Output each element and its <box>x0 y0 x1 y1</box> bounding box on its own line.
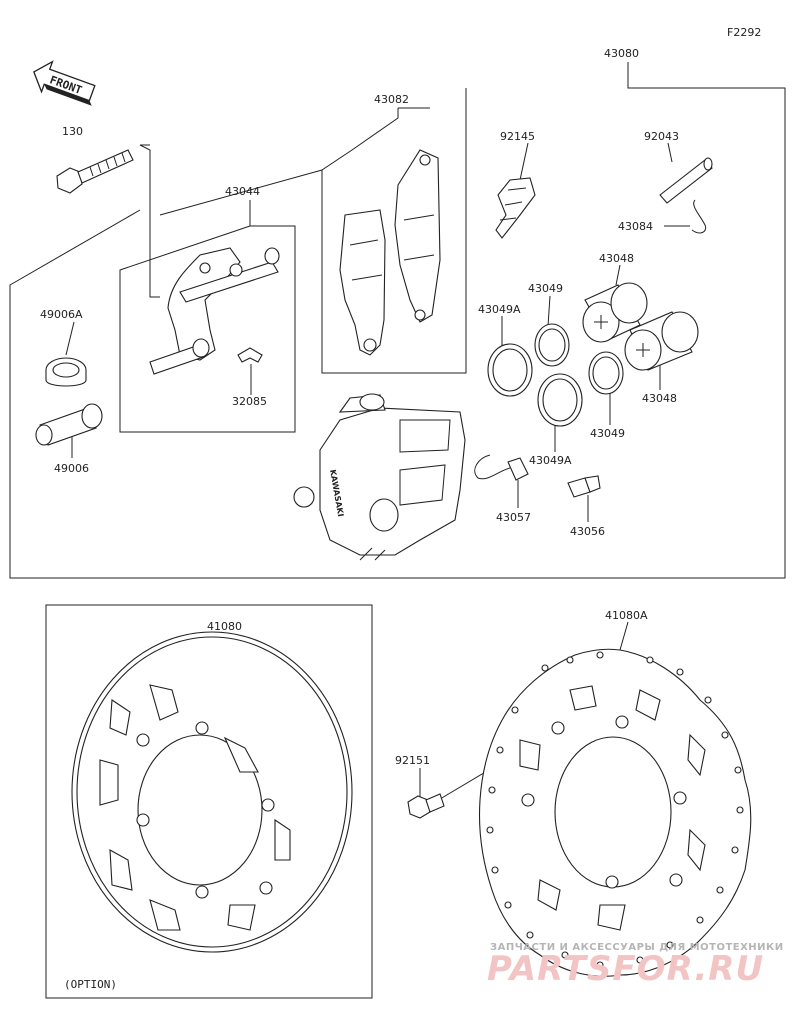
bracket-box-43044 <box>119 200 296 433</box>
pin-clip-43084 <box>691 199 707 234</box>
label-43048-top: 43048 <box>599 252 634 265</box>
caliper-body: KAWASAKI <box>293 393 466 561</box>
label-49006: 49006 <box>54 462 89 475</box>
dust-seal-43049-a <box>534 323 570 367</box>
dust-seal-43049-b <box>588 351 624 395</box>
label-43049-top: 43049 <box>528 282 563 295</box>
label-43044: 43044 <box>225 185 260 198</box>
label-49006A: 49006A <box>40 308 83 321</box>
bleeder-cap-43057 <box>474 454 529 481</box>
option-frame <box>45 604 373 999</box>
caliper-bracket-43044 <box>149 247 280 375</box>
pad-pin-92043 <box>659 157 713 204</box>
watermark-subtitle: ЗАПЧАСТИ И АКСЕССУАРЫ ДЛЯ МОТОТЕХНИКИ <box>490 942 784 953</box>
label-32085: 32085 <box>232 395 267 408</box>
piston-43048-b <box>624 311 699 371</box>
disc-bolt-92151 <box>407 793 445 819</box>
collar-49006 <box>35 403 103 446</box>
label-41080A: 41080A <box>605 609 648 622</box>
label-43049-bottom: 43049 <box>590 427 625 440</box>
label-43084: 43084 <box>618 220 653 233</box>
piston-43048-a <box>582 282 648 343</box>
brake-disc-41080A <box>478 648 752 977</box>
diagram-code: F2292 <box>727 26 761 39</box>
brake-pads-43082 <box>339 149 441 356</box>
bleeder-screw-43056 <box>567 475 601 498</box>
piston-seal-43049A-a <box>487 343 533 397</box>
label-43057: 43057 <box>496 511 531 524</box>
brake-disc-41080 <box>71 631 353 953</box>
label-92151: 92151 <box>395 754 430 767</box>
watermark-brand: PARTSFOR.RU <box>487 949 764 989</box>
piston-seal-43049A-b <box>537 373 583 427</box>
label-92145: 92145 <box>500 130 535 143</box>
label-43049A-top: 43049A <box>478 303 521 316</box>
label-43080: 43080 <box>604 47 639 60</box>
label-41080: 41080 <box>207 620 242 633</box>
label-43056: 43056 <box>570 525 605 538</box>
front-direction-arrow: FRONT <box>33 60 96 106</box>
label-92043: 92043 <box>644 130 679 143</box>
label-43082: 43082 <box>374 93 409 106</box>
watermark: ЗАПЧАСТИ И АКСЕССУАРЫ ДЛЯ МОТОТЕХНИКИ PA… <box>487 942 784 989</box>
pad-spring-32085 <box>237 347 263 363</box>
label-130: 130 <box>62 125 83 138</box>
pad-spring-92145 <box>495 177 536 239</box>
label-43048-bottom: 43048 <box>642 392 677 405</box>
boot-49006A <box>45 357 87 387</box>
option-label: (OPTION) <box>64 978 117 991</box>
label-43049A-bottom: 43049A <box>529 454 572 467</box>
bolt-130 <box>56 149 134 194</box>
